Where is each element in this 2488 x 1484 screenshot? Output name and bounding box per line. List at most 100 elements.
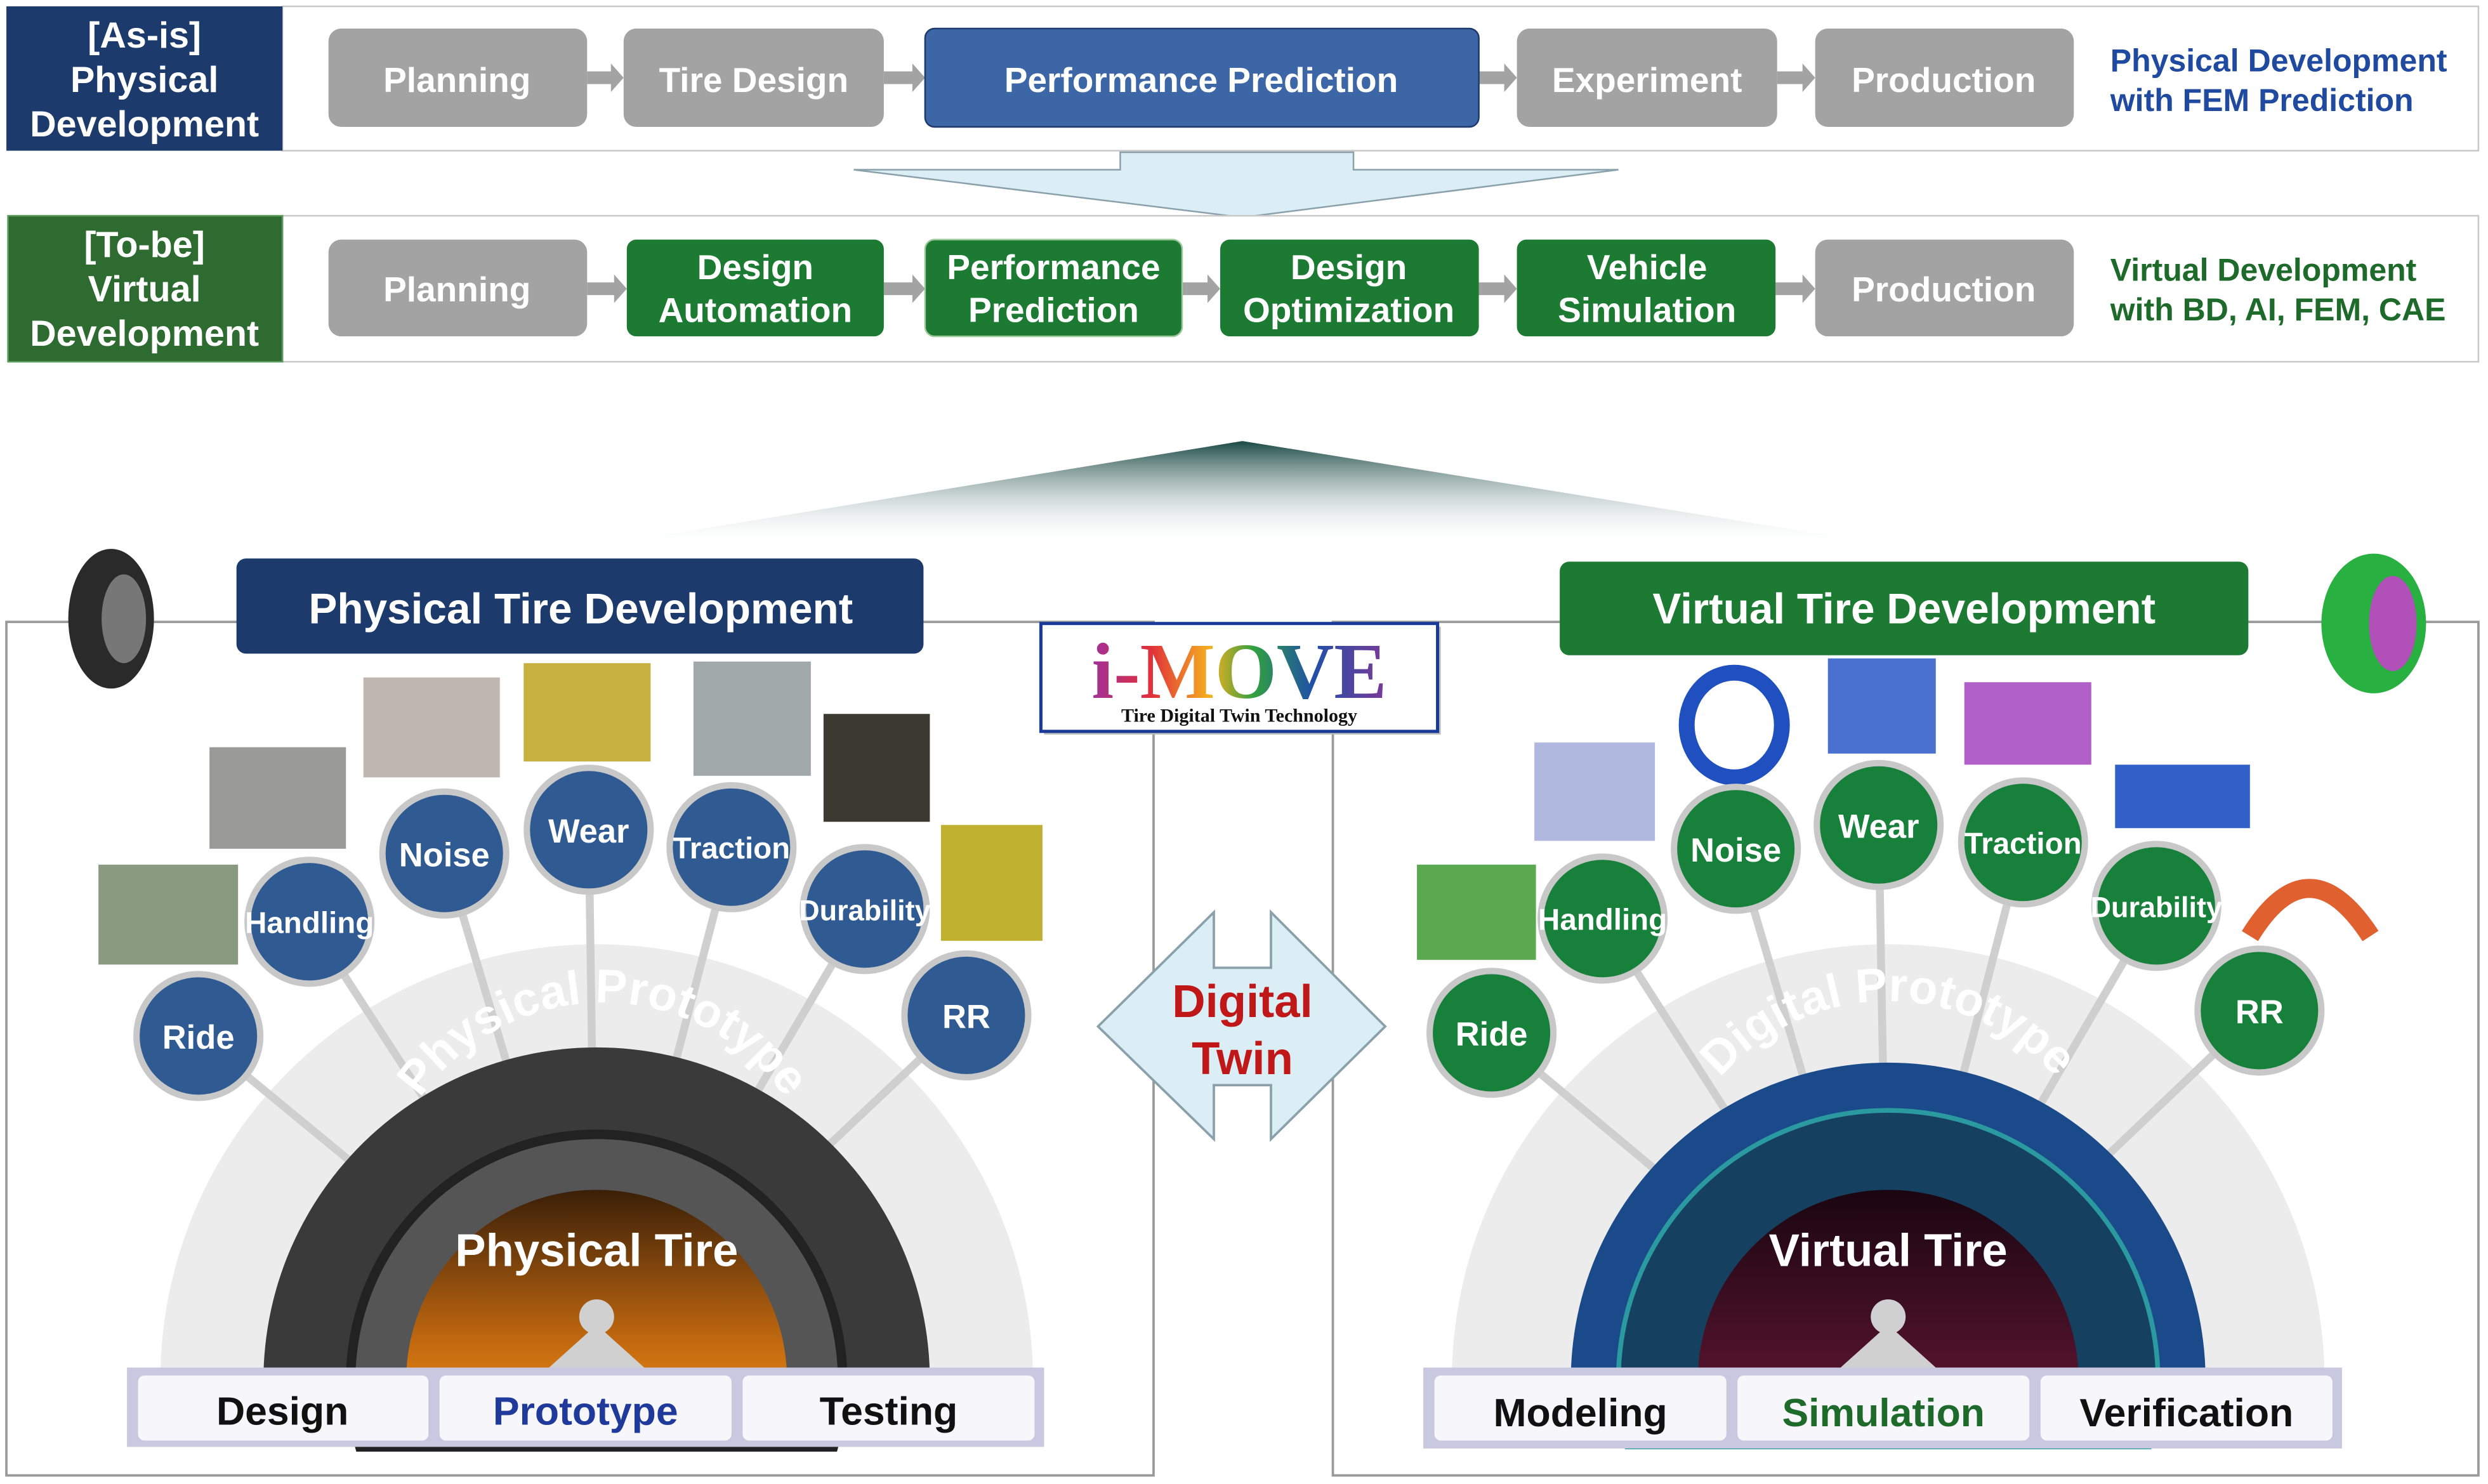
attr-handling: Handling (1537, 853, 1668, 984)
as-is-label: Physical (70, 60, 218, 100)
digital-twin-label: Twin (1192, 1033, 1293, 1084)
ride-sim-image (1417, 864, 1536, 960)
arrow-icon (1181, 274, 1220, 303)
svg-text:Wear: Wear (1838, 808, 1919, 845)
to-be-label: [To-be] (84, 225, 205, 265)
to-be-note: with BD, AI, FEM, CAE (2110, 292, 2446, 327)
step-label: Experiment (1552, 60, 1742, 100)
noise-photo (363, 677, 500, 778)
physical-title-box (236, 558, 924, 654)
stage-testing: Testing (820, 1389, 958, 1433)
attr-rr: RR (2194, 945, 2325, 1076)
attr-wear: Wear (523, 765, 654, 895)
virtual-attributes: Ride Handling Noise Wear Traction Durabi… (1426, 759, 2325, 1098)
step-label: Simulation (1558, 291, 1736, 330)
to-be-label: Virtual (88, 269, 201, 310)
svg-text:Noise: Noise (399, 836, 490, 874)
virtual-images (1417, 658, 2379, 960)
logo-subtitle: Tire Digital Twin Technology (1121, 706, 1357, 726)
as-is-note: with FEM Prediction (2110, 82, 2414, 118)
step-label: Optimization (1243, 291, 1454, 330)
physical-core-label: Physical Tire (455, 1225, 738, 1276)
step-label: Design (1291, 247, 1407, 287)
handling-photo (98, 864, 239, 965)
svg-text:Ride: Ride (1456, 1016, 1528, 1053)
svg-text:Noise: Noise (1690, 832, 1781, 869)
rr-sim-image (2242, 879, 2379, 942)
svg-text:Traction: Traction (1965, 827, 2082, 860)
to-be-row: [To-be] Virtual Development Planning Des… (7, 214, 2480, 363)
step-label: Production (1852, 270, 2036, 309)
traction-sim-image (1964, 682, 2091, 765)
attr-ride: Ride (1426, 968, 1557, 1098)
attr-handling: Handling (244, 857, 375, 987)
step-production (1815, 29, 2074, 128)
arrow-icon (883, 274, 925, 303)
arrow-icon (883, 63, 925, 93)
attr-rr: RR (901, 950, 1032, 1080)
svg-text:Traction: Traction (673, 832, 790, 865)
step-label: Performance Prediction (1004, 60, 1398, 100)
step-performance-prediction (924, 27, 1480, 128)
step-production (1815, 239, 2074, 337)
virtual-tire-icon (2321, 553, 2426, 693)
attr-traction: Traction (1958, 777, 2088, 908)
as-is-note: Physical Development (2110, 43, 2447, 79)
step-design-automation (626, 239, 884, 337)
arrow-icon (1478, 274, 1517, 303)
step-experiment (1517, 29, 1777, 128)
step-label: Production (1852, 60, 2036, 100)
svg-text:RR: RR (2235, 994, 2284, 1031)
ride-photo (209, 747, 346, 849)
arrow-icon (1775, 274, 1815, 303)
attr-noise: Noise (379, 788, 510, 919)
i-move-logo: i-MOVE Tire Digital Twin Technology (1039, 622, 1441, 735)
digital-twin-label: Digital (1172, 976, 1313, 1027)
to-be-label: Development (30, 313, 259, 354)
stage-design: Design (216, 1389, 348, 1433)
physical-title: Physical Tire Development (308, 586, 853, 633)
step-label: Design (697, 247, 813, 287)
step-design-optimization (1220, 239, 1479, 337)
peak-shape (587, 441, 1904, 548)
svg-text:Wear: Wear (548, 813, 629, 850)
attr-durability: Durability (799, 844, 931, 975)
step-planning (328, 239, 588, 337)
step-label: Planning (383, 270, 530, 309)
step-vehicle-simulation (1517, 239, 1776, 337)
attr-wear: Wear (1813, 759, 1944, 890)
attr-ride: Ride (133, 971, 264, 1101)
step-planning (328, 29, 588, 128)
virtual-core-label: Virtual Tire (1769, 1225, 2008, 1276)
physical-photos (98, 661, 1043, 965)
handling-sim-image (1534, 742, 1655, 841)
as-is-label: [As-is] (88, 15, 201, 56)
traction-photo (693, 661, 811, 776)
stage-verification: Verification (2079, 1391, 2293, 1435)
stage-prototype: Prototype (493, 1389, 678, 1433)
digital-twin-arrow-icon (1096, 909, 1387, 1142)
svg-text:Handling: Handling (1538, 903, 1667, 936)
virtual-title: Virtual Tire Development (1652, 586, 2156, 633)
durability-photo (823, 714, 930, 822)
noise-sim-image (1678, 664, 1790, 785)
step-label: Vehicle (1587, 247, 1708, 287)
svg-text:Durability: Durability (2091, 891, 2223, 923)
stage-simulation: Simulation (1782, 1391, 1984, 1435)
transition-arrow-icon (853, 151, 1619, 218)
step-label: Automation (659, 291, 853, 330)
arrow-icon (587, 63, 624, 93)
as-is-row: [As-is] Physical Development Planning Ti… (6, 5, 2480, 152)
to-be-note: Virtual Development (2110, 253, 2417, 288)
step-label: Performance (947, 247, 1160, 287)
attr-durability: Durability (2091, 841, 2223, 971)
as-is-label: Development (30, 104, 259, 145)
to-be-label-box (7, 214, 284, 363)
arrow-icon (1478, 63, 1517, 93)
step-label: Planning (383, 60, 530, 100)
stage-modeling: Modeling (1493, 1391, 1667, 1435)
logo-title: i-MOVE (1091, 628, 1386, 716)
wear-sim-image (1827, 658, 1936, 754)
svg-text:Ride: Ride (162, 1019, 235, 1056)
